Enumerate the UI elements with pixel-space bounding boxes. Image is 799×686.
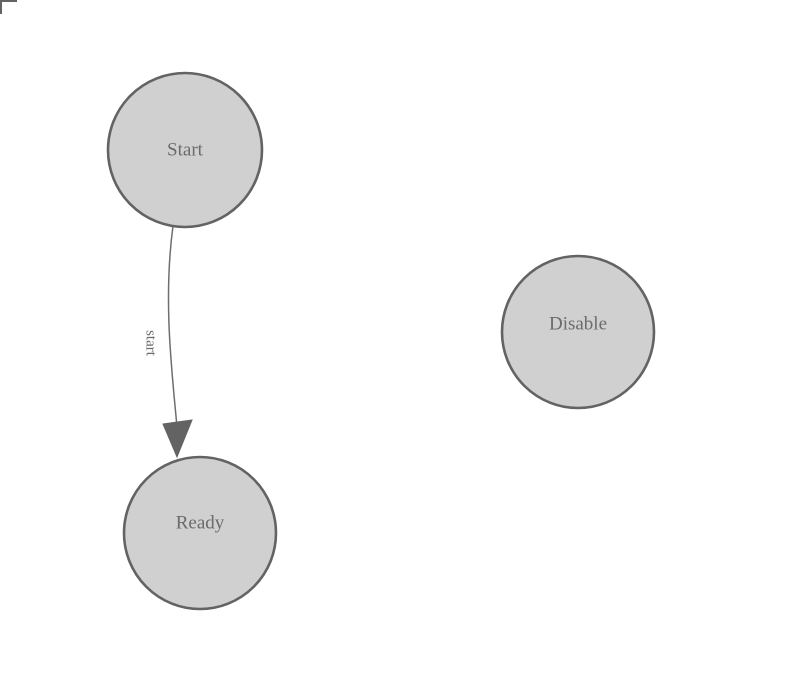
canvas-corner-bracket-icon bbox=[0, 0, 17, 14]
node-start-circle[interactable] bbox=[106, 71, 264, 229]
node-ready[interactable]: Ready bbox=[122, 455, 278, 611]
edge-path bbox=[167, 225, 178, 428]
edge-start-to-ready[interactable]: start bbox=[143, 225, 193, 459]
node-start-label: Start bbox=[167, 139, 204, 160]
node-ready-label: Ready bbox=[176, 512, 225, 533]
edge-arrowhead-icon bbox=[162, 419, 193, 459]
node-disable[interactable]: Disable bbox=[500, 254, 656, 410]
node-start[interactable]: Start bbox=[106, 71, 264, 229]
edge-label-start: start bbox=[143, 330, 159, 357]
node-ready-circle[interactable] bbox=[122, 455, 278, 611]
node-disable-circle[interactable] bbox=[500, 254, 656, 410]
node-disable-label: Disable bbox=[549, 313, 607, 334]
